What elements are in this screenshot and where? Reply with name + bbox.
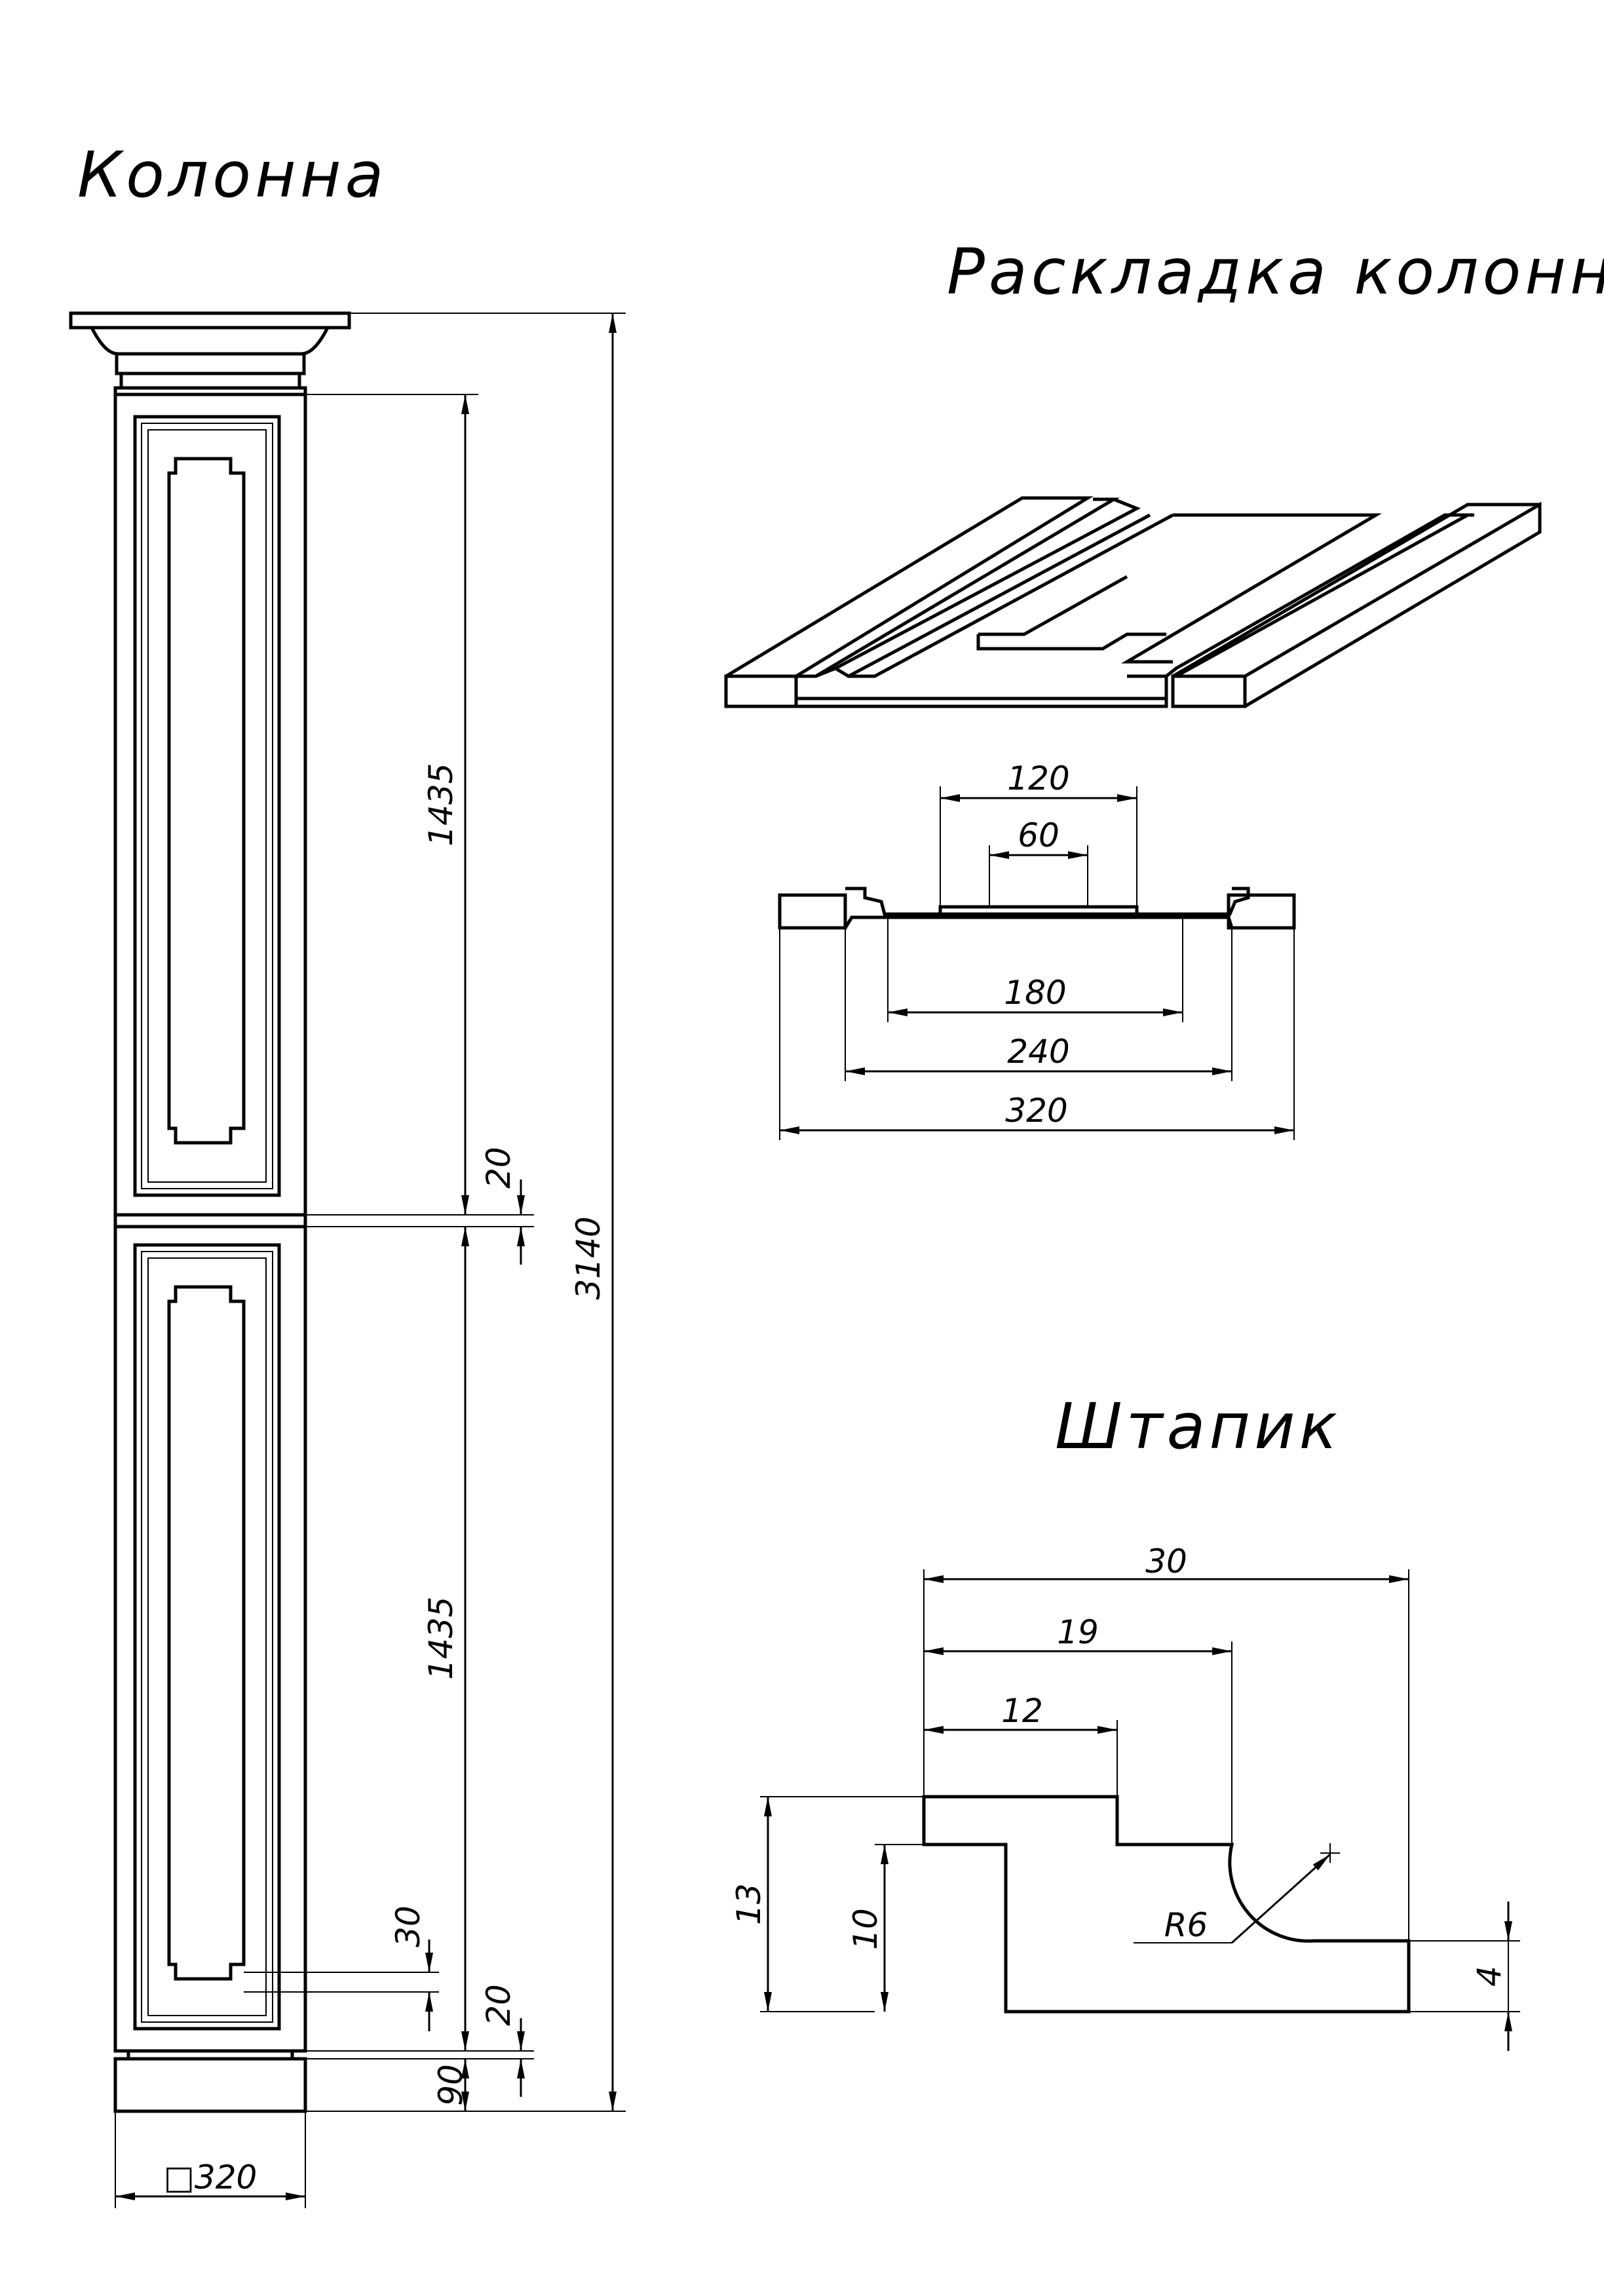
layout-isometric-view: [724, 496, 1542, 708]
column-joint: [113, 1213, 307, 1229]
dim-r6: R6: [1164, 1906, 1208, 1944]
dim-gap-upper: 20: [480, 1147, 518, 1189]
dim-gap-lower: 20: [480, 1984, 518, 2026]
dim-180: 180: [1004, 974, 1066, 1012]
dim-4: 4: [1470, 1966, 1508, 1987]
column-shaft-lower: [113, 1225, 307, 2053]
column-shaft-upper: [113, 392, 307, 1217]
column-capital: [69, 311, 351, 396]
dim-120: 120: [1007, 759, 1069, 797]
title-column: Колонна: [77, 138, 387, 212]
dim-base: 90: [432, 2064, 470, 2106]
dim-width: □320: [164, 2158, 258, 2196]
dim-13: 13: [730, 1883, 768, 1925]
title-layout: Раскладка колонны: [947, 235, 1604, 309]
title-bead: Штапик: [1055, 1390, 1341, 1463]
dim-19: 19: [1057, 1613, 1099, 1651]
dim-panel-top: 1435: [422, 763, 460, 846]
dim-60: 60: [1018, 816, 1060, 854]
column-extension-lines: [115, 313, 626, 2208]
dim-320: 320: [1005, 1092, 1067, 1130]
dim-10: 10: [847, 1908, 885, 1950]
dim-panel-bottom: 1435: [422, 1596, 460, 1679]
dim-inset: 30: [389, 1905, 427, 1947]
column-elevation: 3140 1435 1435 20 20 30 90 □320: [69, 311, 626, 2208]
dim-30: 30: [1145, 1542, 1187, 1580]
bead-profile: 30 19 12 13 10 R6 4: [730, 1542, 1520, 2051]
dim-240: 240: [1007, 1033, 1069, 1071]
dim-total-height: 3140: [569, 1216, 607, 1299]
column-dimension-lines: [115, 313, 617, 2200]
column-base: [113, 2049, 307, 2113]
dim-12: 12: [1001, 1692, 1043, 1730]
layout-section-view: 120 60 180 240 320: [778, 759, 1296, 1140]
